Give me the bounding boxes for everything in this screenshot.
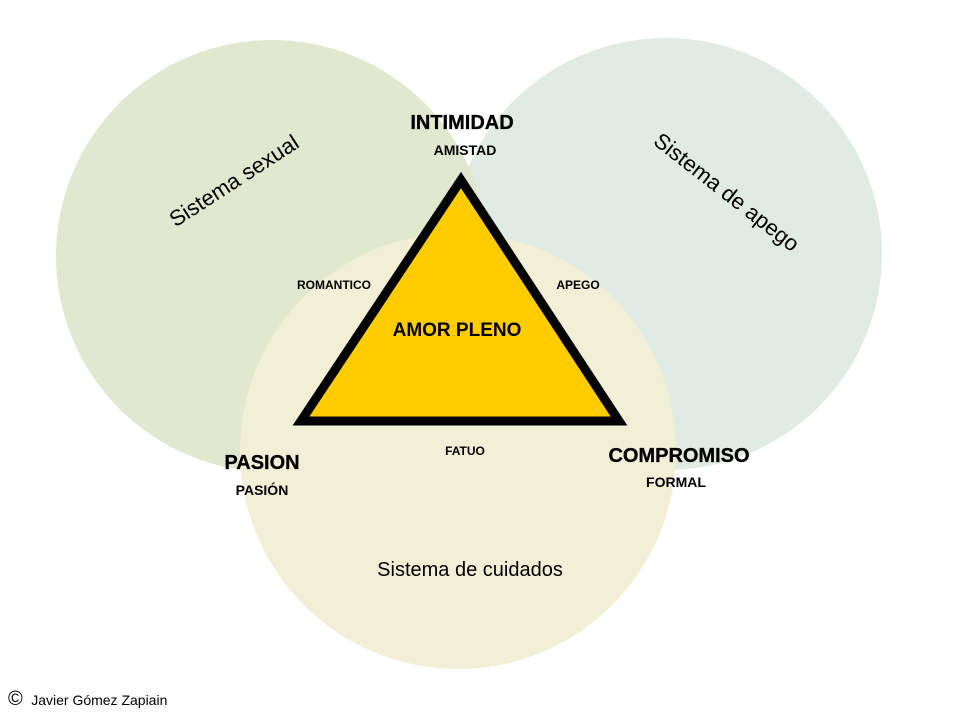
vertex-left-subtitle: PASIÓN — [236, 481, 289, 498]
center-label: AMOR PLENO — [393, 320, 522, 341]
vertex-right-subtitle: FORMAL — [646, 474, 706, 490]
vertex-left-title: PASION — [224, 452, 299, 474]
vertex-top-subtitle: AMISTAD — [434, 142, 497, 158]
vertex-right-title: COMPROMISO — [608, 445, 749, 467]
vertex-top-title: INTIMIDAD — [410, 112, 513, 134]
edge-left-label: ROMANTICO — [297, 278, 371, 292]
care-system-label: Sistema de cuidados — [377, 559, 563, 581]
edge-right-label: APEGO — [556, 278, 599, 292]
edge-bottom-label: FATUO — [445, 444, 485, 458]
copyright-footer: © Javier Gómez Zapiain — [8, 688, 167, 711]
love-triangle — [292, 171, 628, 426]
author-name: Javier Gómez Zapiain — [31, 691, 168, 708]
copyright-icon: © — [8, 688, 23, 710]
